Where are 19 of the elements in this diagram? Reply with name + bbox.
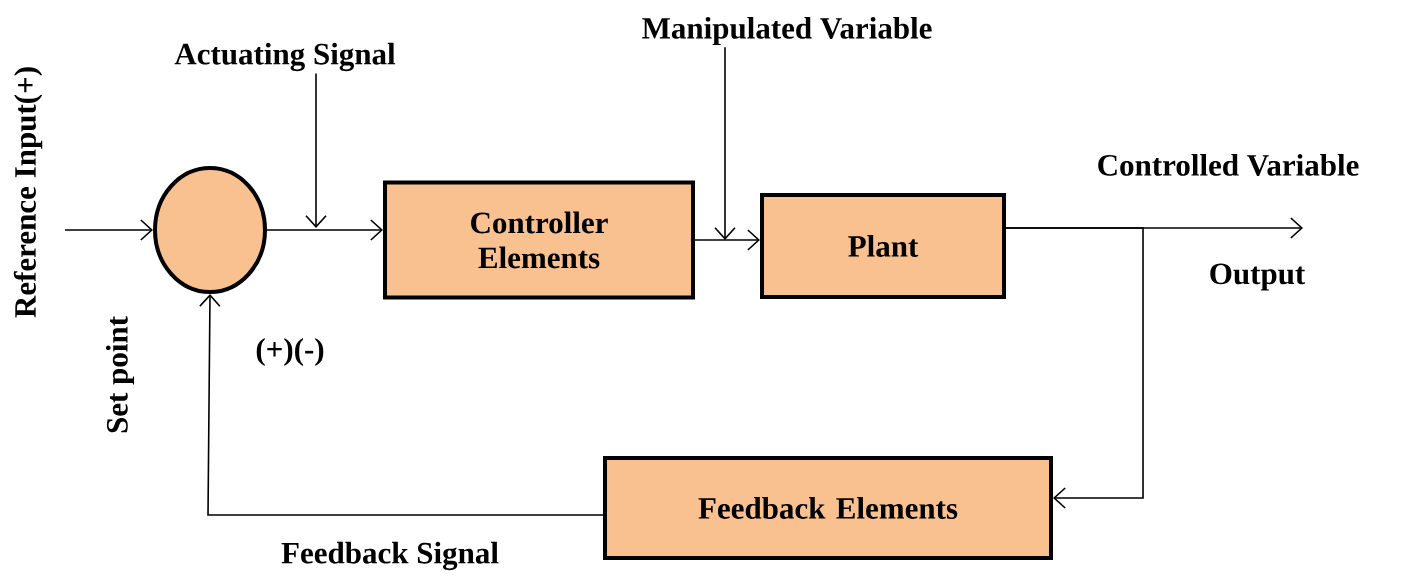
process-box: Plant: [760, 193, 1006, 299]
label: Feedback Signal: [281, 541, 499, 571]
summing-junction: [153, 166, 267, 294]
process-box: Feedback Elements: [603, 456, 1053, 560]
arrow: [199, 294, 604, 516]
arrow: [266, 219, 383, 241]
label: (+)(-): [256, 337, 324, 367]
arrow: [64, 219, 153, 241]
label: Set point: [105, 316, 135, 433]
process-box: Controller Elements: [383, 180, 695, 300]
leader-arrow: [305, 72, 327, 228]
arrow: [694, 229, 760, 251]
signal-label: Actuating Signal: [174, 42, 396, 72]
label: Controlled Variable: [1098, 154, 1359, 176]
arrow: [1005, 227, 1144, 509]
leader-arrow: [714, 46, 736, 240]
label: Output: [1210, 263, 1306, 291]
label: Reference Input(+): [13, 67, 43, 318]
signal-label: Manipulated Variable: [642, 16, 932, 46]
